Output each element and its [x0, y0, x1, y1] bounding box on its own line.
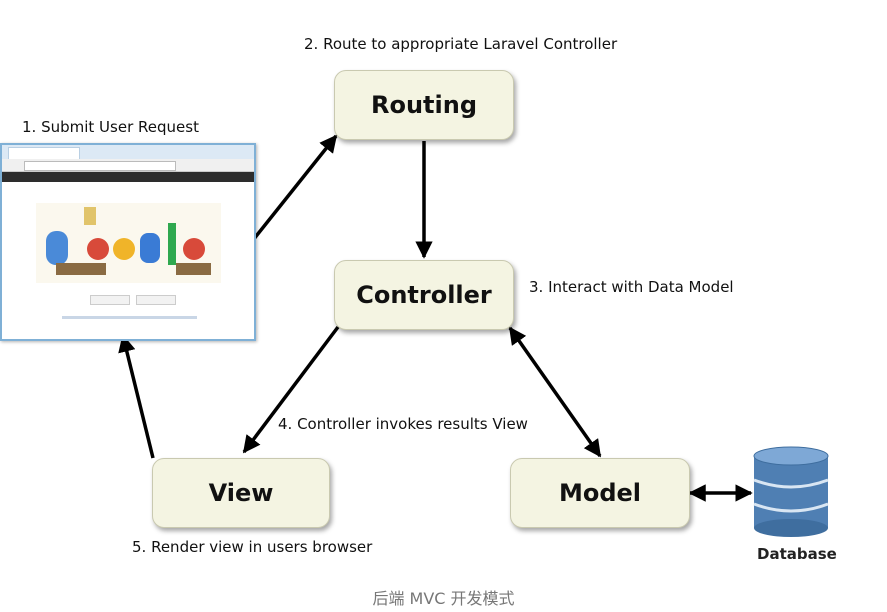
step-3-label: 3. Interact with Data Model: [529, 278, 734, 296]
browser-button: [136, 295, 176, 305]
model-node: Model: [510, 458, 690, 528]
browser-footer-text: [62, 316, 197, 319]
browser-title-bar: [2, 145, 254, 160]
controller-node: Controller: [334, 260, 514, 330]
doodle-image-icon: [36, 203, 221, 283]
figure-caption: 后端 MVC 开发模式: [372, 589, 515, 608]
step-2-label: 2. Route to appropriate Laravel Controll…: [304, 35, 618, 53]
step-5-label: 5. Render view in users browser: [132, 538, 373, 556]
browser-nav-bar: [2, 172, 254, 182]
browser-button: [90, 295, 130, 305]
arrow-browser-to-routing: [251, 134, 338, 242]
step-1-label: 1. Submit User Request: [22, 118, 199, 136]
view-node: View: [152, 458, 330, 528]
routing-node: Routing: [334, 70, 514, 140]
arrow-controller-to-view: [242, 325, 340, 454]
browser-window-icon: [0, 143, 256, 341]
step-4-label: 4. Controller invokes results View: [278, 415, 528, 433]
arrow-view-to-browser: [118, 334, 155, 459]
database-label: Database: [757, 545, 837, 563]
arrow-controller-model: [508, 326, 602, 458]
database-icon: [753, 446, 829, 537]
browser-address-bar: [2, 159, 254, 172]
